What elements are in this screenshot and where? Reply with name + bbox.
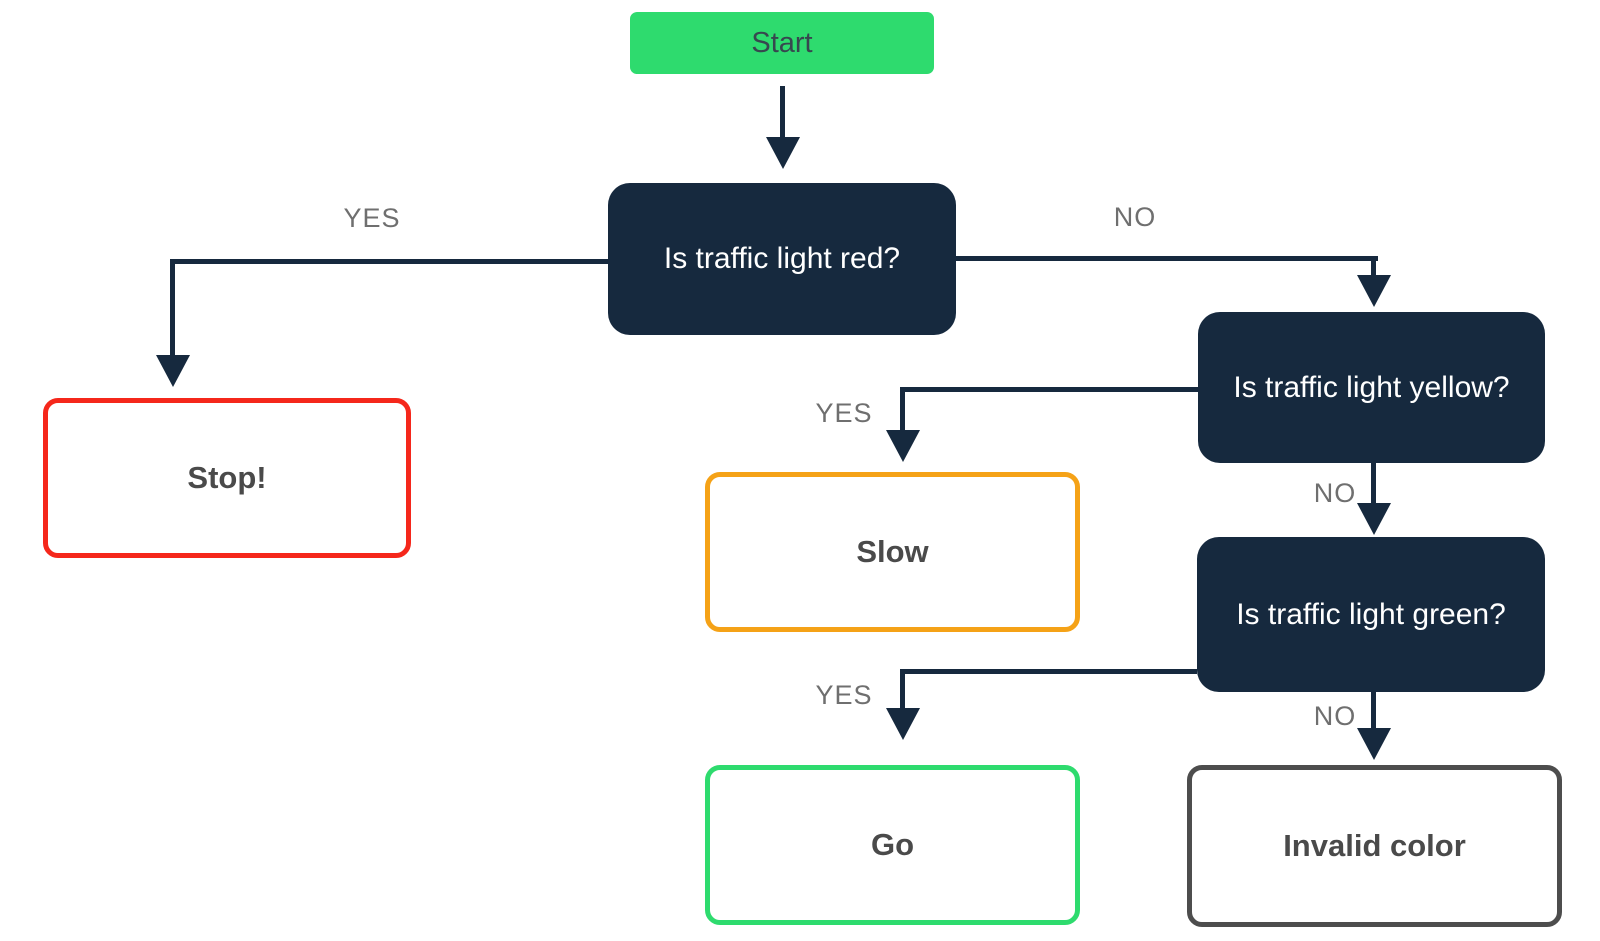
edge-label-red-no: NO bbox=[1113, 202, 1157, 232]
edge-red-no-line-horizontal bbox=[956, 256, 1378, 261]
edge-label-red-yes: YES bbox=[343, 203, 401, 233]
edge-label-green-no: NO bbox=[1313, 701, 1357, 731]
result-node-invalid-color: Invalid color bbox=[1187, 765, 1562, 927]
edge-red-yes-line-vertical bbox=[170, 259, 175, 356]
arrow-down-icon bbox=[1357, 275, 1391, 307]
arrow-down-icon bbox=[1357, 728, 1391, 760]
edge-start-to-red-line bbox=[780, 86, 785, 138]
decision-node-is-traffic-light-yellow: Is traffic light yellow? bbox=[1198, 312, 1545, 463]
edge-yellow-yes-line-horizontal bbox=[902, 387, 1198, 392]
arrow-down-icon bbox=[156, 355, 190, 387]
result-node-stop: Stop! bbox=[43, 398, 411, 558]
edge-green-no-line-vertical bbox=[1371, 692, 1376, 730]
edge-yellow-no-line-vertical bbox=[1371, 463, 1376, 505]
arrow-down-icon bbox=[886, 708, 920, 740]
edge-green-yes-line-vertical bbox=[900, 669, 905, 710]
arrow-down-icon bbox=[1357, 503, 1391, 535]
start-node: Start bbox=[630, 12, 934, 74]
decision-node-is-traffic-light-red: Is traffic light red? bbox=[608, 183, 956, 335]
edge-yellow-yes-line-vertical bbox=[900, 387, 905, 432]
edge-red-yes-line-horizontal bbox=[170, 259, 608, 264]
result-node-slow: Slow bbox=[705, 472, 1080, 632]
result-node-go: Go bbox=[705, 765, 1080, 925]
arrow-down-icon bbox=[766, 137, 800, 169]
edge-green-yes-line-horizontal bbox=[902, 669, 1197, 674]
arrow-down-icon bbox=[886, 430, 920, 462]
edge-label-yellow-yes: YES bbox=[815, 398, 873, 428]
decision-node-is-traffic-light-green: Is traffic light green? bbox=[1197, 537, 1545, 692]
edge-label-yellow-no: NO bbox=[1313, 478, 1357, 508]
edge-label-green-yes: YES bbox=[815, 680, 873, 710]
edge-red-no-line-vertical bbox=[1371, 256, 1376, 277]
